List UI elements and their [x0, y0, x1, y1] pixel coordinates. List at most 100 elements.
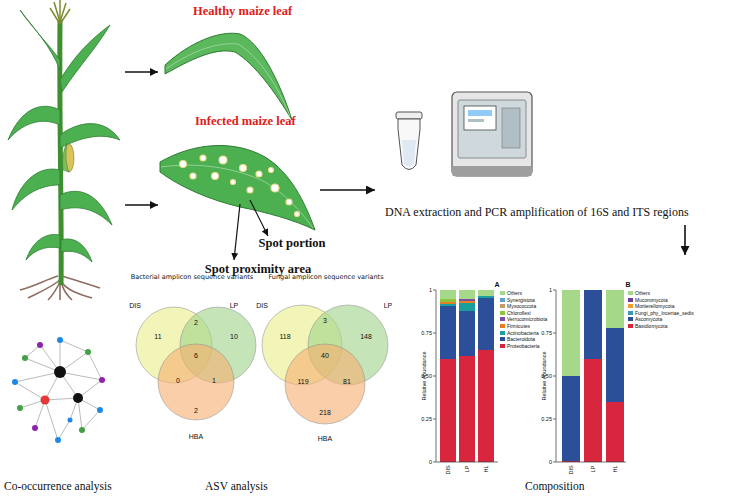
set-name: DIS — [129, 302, 141, 309]
network-graph — [37, 342, 43, 348]
tick-label: 0.75 — [421, 330, 432, 336]
stacked-bar-chart — [433, 290, 498, 462]
venn-diagram — [158, 344, 234, 420]
panel-caption: Co-occurrence analysis — [4, 480, 112, 492]
plant-leaf — [61, 239, 92, 262]
lesion-spot — [219, 156, 227, 164]
stacked-bar-chart — [440, 302, 456, 304]
leaf-shape — [160, 146, 315, 230]
venn-count: 2 — [194, 407, 198, 414]
stacked-bar-chart — [478, 296, 494, 298]
tick-label: 0.25 — [421, 416, 432, 422]
category-label: DIS — [568, 465, 574, 474]
stacked-bar-chart — [459, 311, 475, 356]
lesion-spot — [231, 180, 236, 185]
legend-entry: Others — [628, 290, 650, 296]
network-graph — [68, 418, 73, 423]
stacked-bar-chart — [478, 298, 494, 350]
legend-entry: Firmicutes — [500, 323, 530, 329]
network-graph — [88, 352, 102, 380]
lesion-spot — [200, 155, 206, 161]
legend-entry: Ascomycota — [628, 316, 662, 322]
plant-root — [62, 276, 100, 288]
network-graph — [15, 340, 102, 440]
tick-label: 0 — [429, 459, 432, 465]
plant-leaf — [60, 25, 110, 92]
lesion-spot — [240, 165, 247, 172]
sample-tube — [396, 112, 422, 119]
leaf-shape — [165, 33, 292, 120]
category-label: LP — [590, 466, 596, 473]
sequencer-machine — [464, 106, 496, 130]
analysis-panel: Composition — [415, 255, 750, 500]
legend-text: Others — [507, 290, 522, 296]
network-graph — [17, 405, 23, 411]
set-name: HBA — [318, 435, 332, 442]
sequencer-machine — [502, 108, 520, 148]
plant-leaf — [26, 234, 60, 260]
panel-title: Infected maize leaf — [195, 114, 296, 129]
leaf-panel: Infected maize leaf — [155, 112, 320, 232]
stacked-bar-chart — [433, 290, 436, 291]
sequencer-machine — [468, 110, 492, 116]
plant-root — [59, 284, 61, 300]
legend-entry: Chloroflexi — [500, 310, 531, 316]
legend-entry: Verrucomicrobiota — [500, 316, 547, 322]
legend-swatch — [500, 317, 505, 321]
sample-tube — [396, 112, 422, 170]
sequencer-machine — [468, 119, 484, 122]
legend-swatch — [628, 304, 633, 308]
venn-diagram — [262, 305, 388, 424]
network-graph — [55, 437, 61, 443]
tick-label: 0.75 — [541, 330, 552, 336]
stacked-bar-chart — [556, 462, 626, 463]
lesion-spot — [212, 173, 219, 180]
legend-text: Actinobacteria — [507, 330, 539, 336]
tick-label: 0.25 — [541, 416, 552, 422]
stacked-bar-chart — [606, 402, 624, 462]
network-graph — [82, 410, 100, 430]
venn-count: 11 — [154, 333, 161, 340]
leader-arrow — [234, 204, 240, 260]
legend-entry: Bacteroidota — [500, 336, 535, 342]
stacked-bar-chart — [459, 301, 475, 303]
category-label: LP — [464, 466, 470, 473]
legend-swatch — [500, 304, 505, 308]
legend-entry: Basidiomycota — [628, 323, 668, 329]
legend-swatch — [500, 344, 505, 348]
stacked-bar-chart — [562, 290, 580, 376]
stacked-bar-chart — [436, 462, 498, 463]
sequencer-machine — [458, 100, 526, 158]
stacked-bar-chart — [433, 333, 436, 334]
sequencer-machine — [452, 166, 532, 176]
stacked-bar-chart — [459, 356, 475, 462]
network-graph — [12, 379, 18, 385]
tick-label: 1 — [429, 287, 432, 293]
leaf-panel: Healthy maize leaf — [160, 2, 305, 127]
venn-title: Fungal amplicon sequence variants — [268, 273, 383, 281]
stacked-bar-chart — [459, 299, 475, 301]
legend-swatch — [628, 298, 633, 302]
legend-text: Fungi_phy_Incertae_sedis — [635, 310, 694, 316]
legend-text: Basidiomycota — [635, 323, 668, 329]
leader-arrow — [250, 200, 268, 236]
legend-entry: Mortierellomycota — [628, 303, 674, 309]
legend-swatch — [500, 298, 505, 302]
legend-entry: Actinobacteria — [500, 330, 539, 336]
plant-root — [20, 276, 58, 290]
leaf-midrib — [166, 44, 290, 116]
sample-tube — [398, 119, 420, 170]
legend-entry: Others — [500, 290, 522, 296]
stacked-bar-chart — [553, 376, 556, 377]
flow-arrow — [684, 225, 686, 255]
venn-count: 40 — [321, 352, 329, 359]
stacked-bar-chart — [433, 376, 436, 377]
venn-count: 118 — [279, 333, 290, 340]
analysis-panel: Co-occurrence analysis — [0, 320, 120, 500]
lesion-spot — [286, 199, 292, 205]
legend-entry: Myxococcota — [500, 303, 536, 309]
legend-text: Mucoromycota — [635, 297, 668, 303]
set-name: DIS — [256, 302, 268, 309]
legend-text: Others — [635, 290, 650, 296]
